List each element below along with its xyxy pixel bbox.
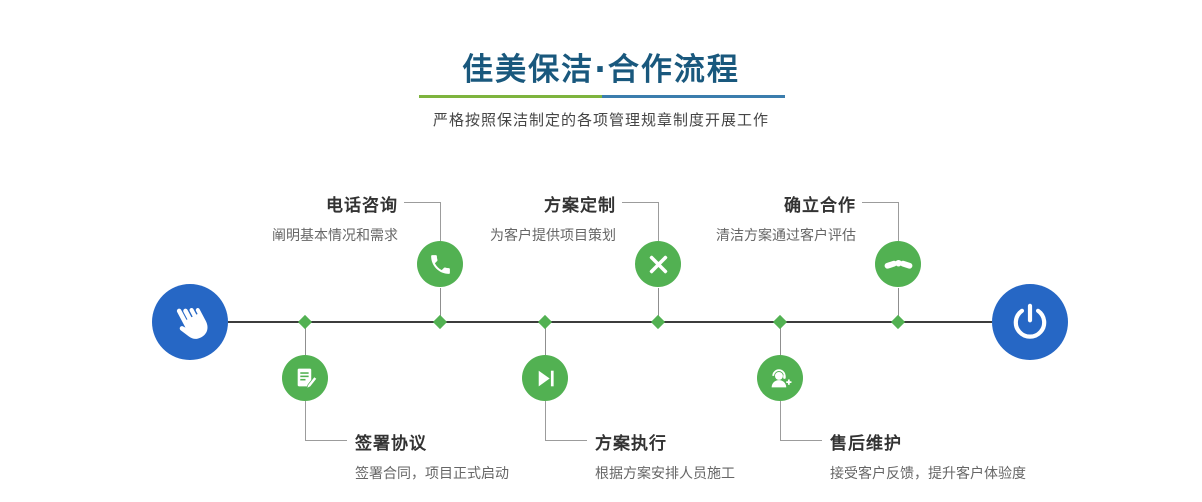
step-title: 电话咨询 xyxy=(326,196,398,216)
timeline-start-node xyxy=(152,284,228,360)
timeline-diamond xyxy=(432,314,448,330)
connector-line xyxy=(545,440,587,441)
power-icon xyxy=(1013,303,1047,339)
customer-service-icon xyxy=(771,368,791,387)
step-description: 根据方案安排人员施工 xyxy=(595,466,735,482)
step-title: 签署协议 xyxy=(355,434,427,454)
page-title: 佳美保洁·合作流程 xyxy=(462,52,740,88)
step-title: 售后维护 xyxy=(830,434,902,454)
timeline-diamond xyxy=(772,314,788,330)
connector-line xyxy=(440,202,441,241)
connector-line xyxy=(780,440,822,441)
connector-line xyxy=(545,401,546,440)
timeline-diamond xyxy=(297,314,313,330)
title-divider xyxy=(419,95,785,98)
timeline-diamond xyxy=(890,314,906,330)
step-description: 接受客户反馈，提升客户体验度 xyxy=(830,466,1026,482)
connector-line xyxy=(622,202,658,203)
node-stem-line xyxy=(305,323,306,355)
execute-icon xyxy=(538,370,554,386)
connector-line xyxy=(658,202,659,241)
node-stem-line xyxy=(898,288,899,321)
connector-line xyxy=(898,202,899,241)
node-stem-line xyxy=(780,323,781,355)
step-title: 确立合作 xyxy=(784,196,856,216)
step-node xyxy=(417,241,463,287)
step-description: 为客户提供项目策划 xyxy=(490,228,616,244)
step-label: 售后维护 接受客户反馈，提升客户体验度 xyxy=(830,429,1130,483)
contract-icon xyxy=(297,368,317,389)
step-node xyxy=(282,355,328,401)
step-label: 方案执行 根据方案安排人员施工 xyxy=(595,429,895,483)
connector-line xyxy=(404,202,440,203)
page-subtitle: 严格按照保洁制定的各项管理规章制度开展工作 xyxy=(432,111,769,129)
node-stem-line xyxy=(658,288,659,321)
step-title: 方案定制 xyxy=(544,196,616,216)
design-tools-icon xyxy=(649,255,667,273)
step-label: 方案定制 为客户提供项目策划 xyxy=(376,191,616,245)
phone-icon xyxy=(430,254,450,274)
step-label: 电话咨询 阐明基本情况和需求 xyxy=(158,191,398,245)
step-description: 阐明基本情况和需求 xyxy=(272,228,398,244)
timeline-end-node xyxy=(992,284,1068,360)
step-label: 确立合作 清洁方案通过客户评估 xyxy=(616,191,856,245)
timeline-diamond xyxy=(537,314,553,330)
timeline-line xyxy=(228,321,992,323)
connector-line xyxy=(305,401,306,440)
step-description: 清洁方案通过客户评估 xyxy=(716,228,856,244)
step-label: 签署协议 签署合同，项目正式启动 xyxy=(355,429,655,483)
step-node xyxy=(875,241,921,287)
connector-line xyxy=(305,440,347,441)
handshake-icon xyxy=(884,259,912,269)
divider-green-segment xyxy=(419,95,602,98)
connector-line xyxy=(862,202,898,203)
connector-line xyxy=(780,401,781,440)
step-node xyxy=(757,355,803,401)
timeline-diamond xyxy=(650,314,666,330)
step-node xyxy=(522,355,568,401)
node-stem-line xyxy=(545,323,546,355)
pointing-hand-icon xyxy=(176,307,208,339)
step-title: 方案执行 xyxy=(595,434,667,454)
step-node xyxy=(635,241,681,287)
node-stem-line xyxy=(440,288,441,321)
step-description: 签署合同，项目正式启动 xyxy=(355,466,509,482)
divider-blue-segment xyxy=(602,95,785,98)
